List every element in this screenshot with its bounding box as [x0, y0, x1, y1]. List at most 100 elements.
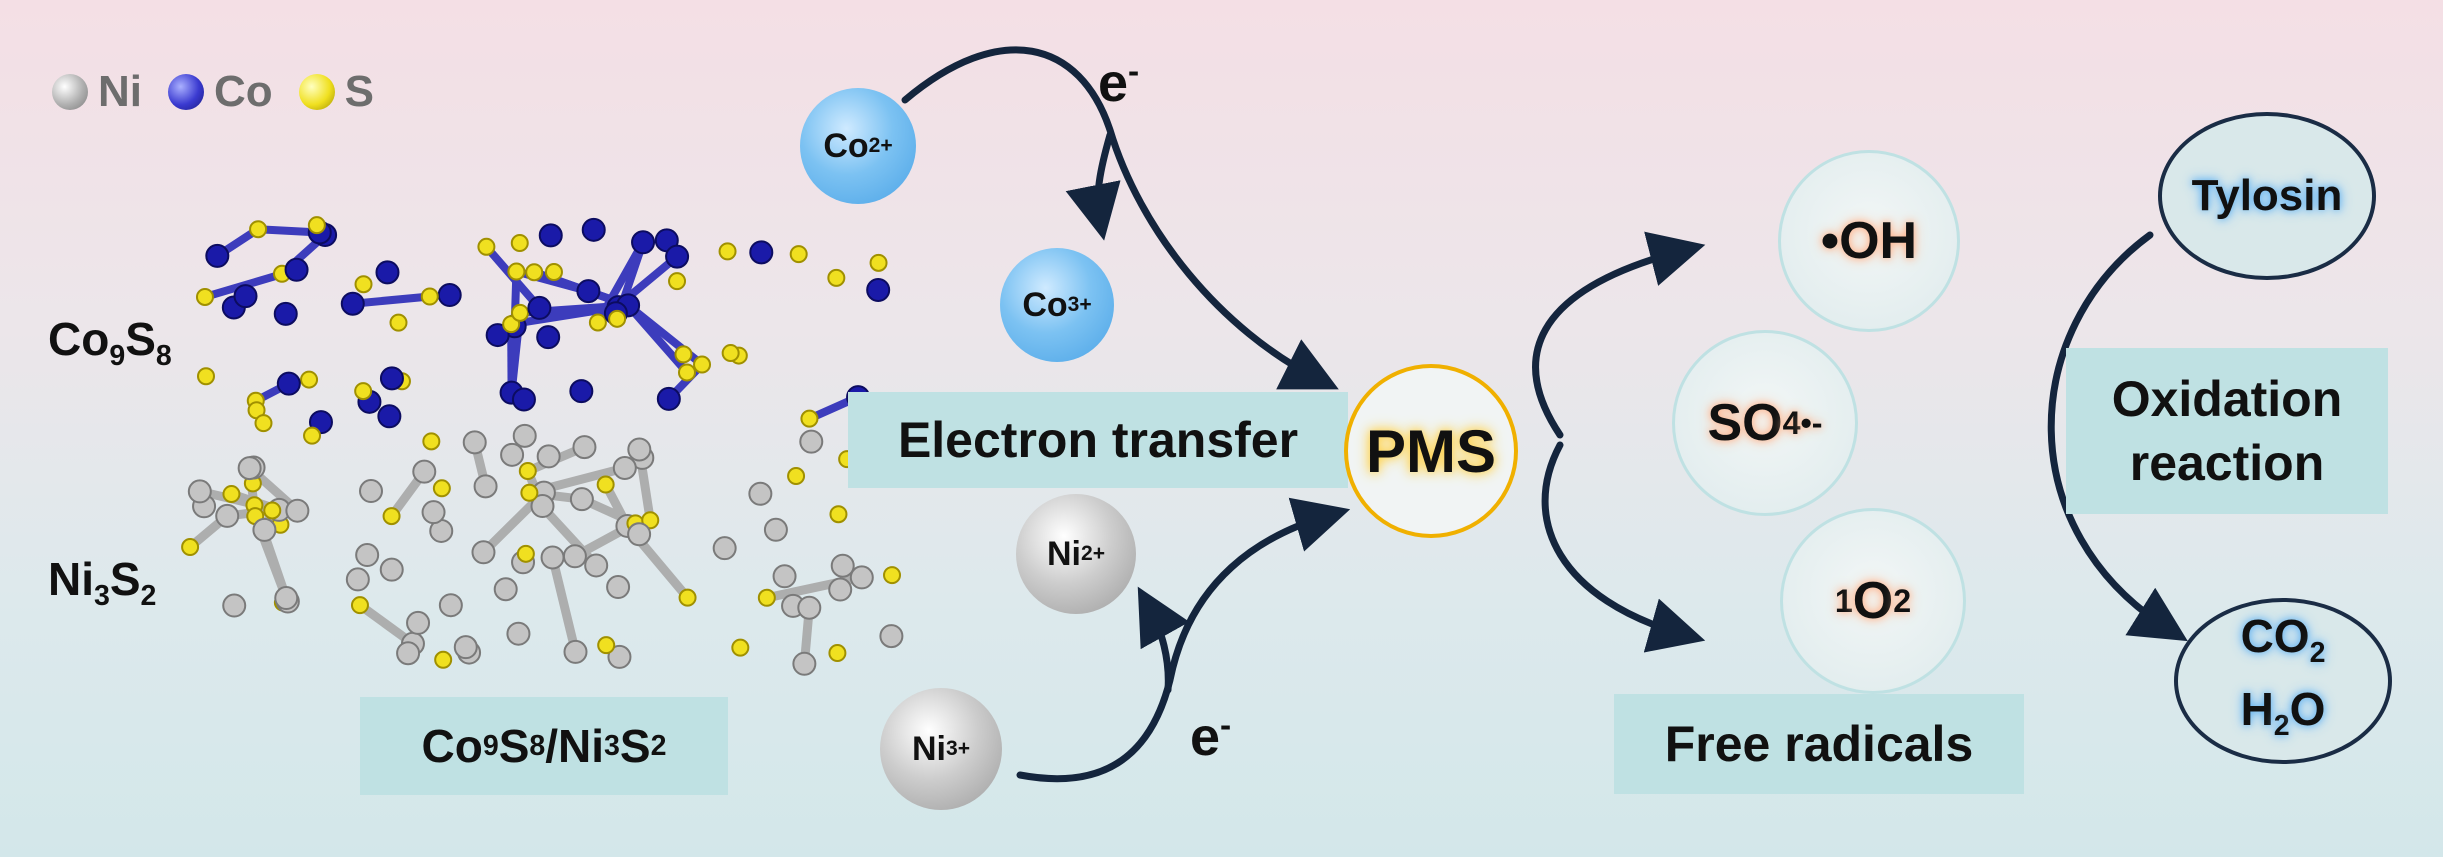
- legend-item-co: Co: [168, 67, 273, 117]
- oh-radical: •OH: [1778, 150, 1960, 332]
- arrow-pms-to-o2: [1541, 441, 1706, 653]
- ni-atom: [252, 517, 277, 542]
- s-atom: [608, 309, 627, 328]
- co9s8-layer-label: Co9S8: [48, 313, 172, 373]
- s-atom: [300, 370, 319, 389]
- co-atom: [377, 404, 402, 429]
- arrow-to-ni2: [1137, 586, 1190, 694]
- s-atom: [254, 414, 273, 433]
- s-atom-icon: [298, 74, 335, 110]
- ni3s2-layer-label: Ni3S2: [48, 553, 157, 613]
- h2o-product: H2O: [2240, 683, 2326, 743]
- s-atom: [507, 262, 526, 281]
- ni-atom: [572, 435, 597, 460]
- s-atom: [195, 287, 214, 306]
- s-atom: [222, 485, 241, 504]
- co-atom: [749, 240, 774, 265]
- s-atom: [350, 596, 369, 615]
- s-atom: [678, 588, 697, 607]
- ni-atom: [222, 593, 247, 618]
- ni-atom: [712, 536, 737, 561]
- s-atom: [516, 544, 535, 563]
- ni-atom: [772, 564, 797, 589]
- co-atom: [538, 223, 563, 248]
- ni-atom: [612, 455, 637, 480]
- ni-atom: [799, 429, 824, 454]
- s-atom: [827, 268, 846, 287]
- s-atom: [641, 511, 660, 530]
- ni-atom: [606, 575, 631, 600]
- s-atom: [525, 263, 544, 282]
- s-atom: [249, 220, 268, 239]
- ni-atom: [471, 540, 496, 565]
- s-atom: [354, 382, 373, 401]
- co-atom: [569, 379, 594, 404]
- arrow-to-co3: [1065, 131, 1121, 241]
- s-atom: [511, 303, 530, 322]
- arrow-tylosin-to-products: [2047, 231, 2188, 642]
- co-atom: [485, 323, 510, 348]
- free-radicals-box: Free radicals: [1614, 694, 2024, 794]
- electron-label-top: e-: [1098, 53, 1140, 113]
- bond: [352, 292, 431, 308]
- ni-atom: [506, 621, 531, 646]
- ni-atom: [473, 474, 498, 499]
- s-atom: [597, 636, 616, 655]
- s-atom: [389, 313, 408, 332]
- electron-transfer-box: Electron transfer: [848, 392, 1348, 488]
- s-atom: [510, 234, 529, 253]
- co-atom: [581, 217, 606, 242]
- ni-atom: [396, 641, 421, 666]
- co-atom: [276, 371, 301, 396]
- ni-atom: [536, 444, 561, 469]
- co-atom: [375, 260, 400, 285]
- ni-atom: [828, 577, 853, 602]
- ni-atom: [345, 567, 370, 592]
- ni-atom: [500, 442, 525, 467]
- ni-atom: [438, 593, 463, 618]
- s-atom: [477, 237, 496, 256]
- ni-atom: [763, 517, 788, 542]
- s-atom: [354, 275, 373, 294]
- s-atom: [829, 505, 848, 524]
- s-atom: [520, 483, 539, 502]
- co-atom: [273, 301, 298, 326]
- s-atom: [303, 426, 322, 445]
- products-node: CO2 H2O: [2174, 598, 2392, 764]
- co-atom: [437, 283, 462, 308]
- s-atom: [757, 588, 776, 607]
- co-atom: [511, 387, 536, 412]
- co-atom: [233, 284, 258, 309]
- s-atom: [883, 566, 902, 585]
- pms-node: PMS: [1344, 364, 1518, 538]
- s-atom: [181, 538, 200, 557]
- co-atom-icon: [168, 74, 204, 110]
- s-atom: [307, 216, 326, 235]
- ni-atom: [627, 522, 652, 547]
- co-atom: [536, 325, 561, 350]
- co-atom: [205, 243, 230, 268]
- s-atom: [721, 344, 740, 363]
- s-atom: [693, 355, 712, 374]
- s-atom: [718, 242, 737, 261]
- s-atom: [422, 432, 441, 451]
- s-atom: [674, 345, 693, 364]
- ni-atom: [563, 639, 588, 664]
- co-atom: [866, 277, 891, 302]
- ni-atom: [627, 437, 652, 462]
- ni-atom: [358, 479, 383, 504]
- s-atom: [787, 467, 806, 486]
- ni-atom: [421, 500, 446, 525]
- ni-atom: [462, 430, 487, 455]
- s-atom: [789, 245, 808, 264]
- legend-label-s: S: [344, 67, 375, 116]
- electron-label-bottom: e-: [1190, 707, 1232, 767]
- ni-atom: [412, 459, 437, 484]
- s-atom: [596, 475, 615, 494]
- ni-atom: [569, 487, 594, 512]
- ni-atom: [379, 557, 404, 582]
- co2-product: CO2: [2240, 609, 2326, 669]
